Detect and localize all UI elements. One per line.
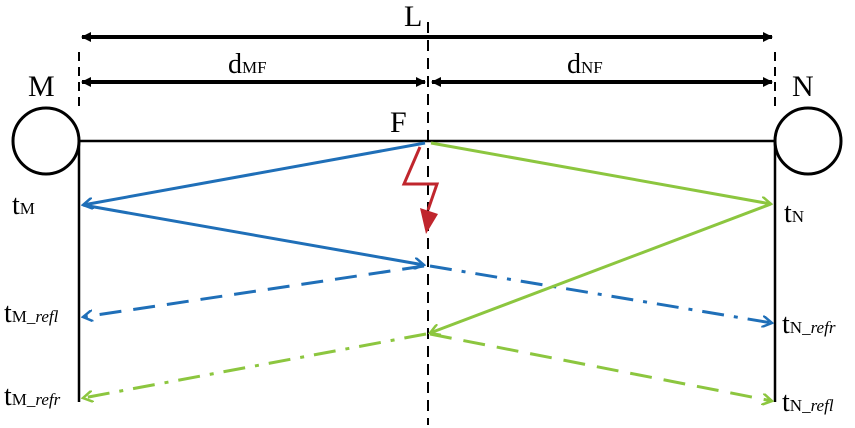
label-L: L [404, 0, 422, 33]
label-tM-refr: tM_refr [4, 381, 61, 412]
blue-wave-refr-to-N [429, 264, 772, 323]
bus-M [11, 106, 81, 176]
blue-wave-M-to-F [82, 203, 424, 265]
label-dnf: dNF [567, 49, 603, 80]
label-F: F [390, 106, 407, 139]
green-wave-N-to-F [430, 202, 772, 333]
label-N: N [792, 70, 814, 103]
label-dmf: dMF [228, 49, 267, 80]
blue-wave-F-to-M [83, 141, 426, 205]
label-tM: tM [12, 190, 35, 221]
label-tN-refl: tN_refl [782, 387, 834, 418]
fault-lightning-icon [401, 146, 440, 234]
blue-wave-refl-to-M [83, 264, 425, 317]
green-wave-refr-to-M [83, 332, 427, 398]
label-tN: tN [784, 198, 804, 229]
green-wave-refl-to-N [429, 332, 772, 401]
green-wave-F-to-N [430, 141, 771, 204]
label-M: M [28, 70, 55, 103]
label-tN-refr: tN_refr [782, 309, 836, 340]
label-tM-refl: tM_refl [4, 298, 59, 329]
bus-N [773, 106, 843, 176]
